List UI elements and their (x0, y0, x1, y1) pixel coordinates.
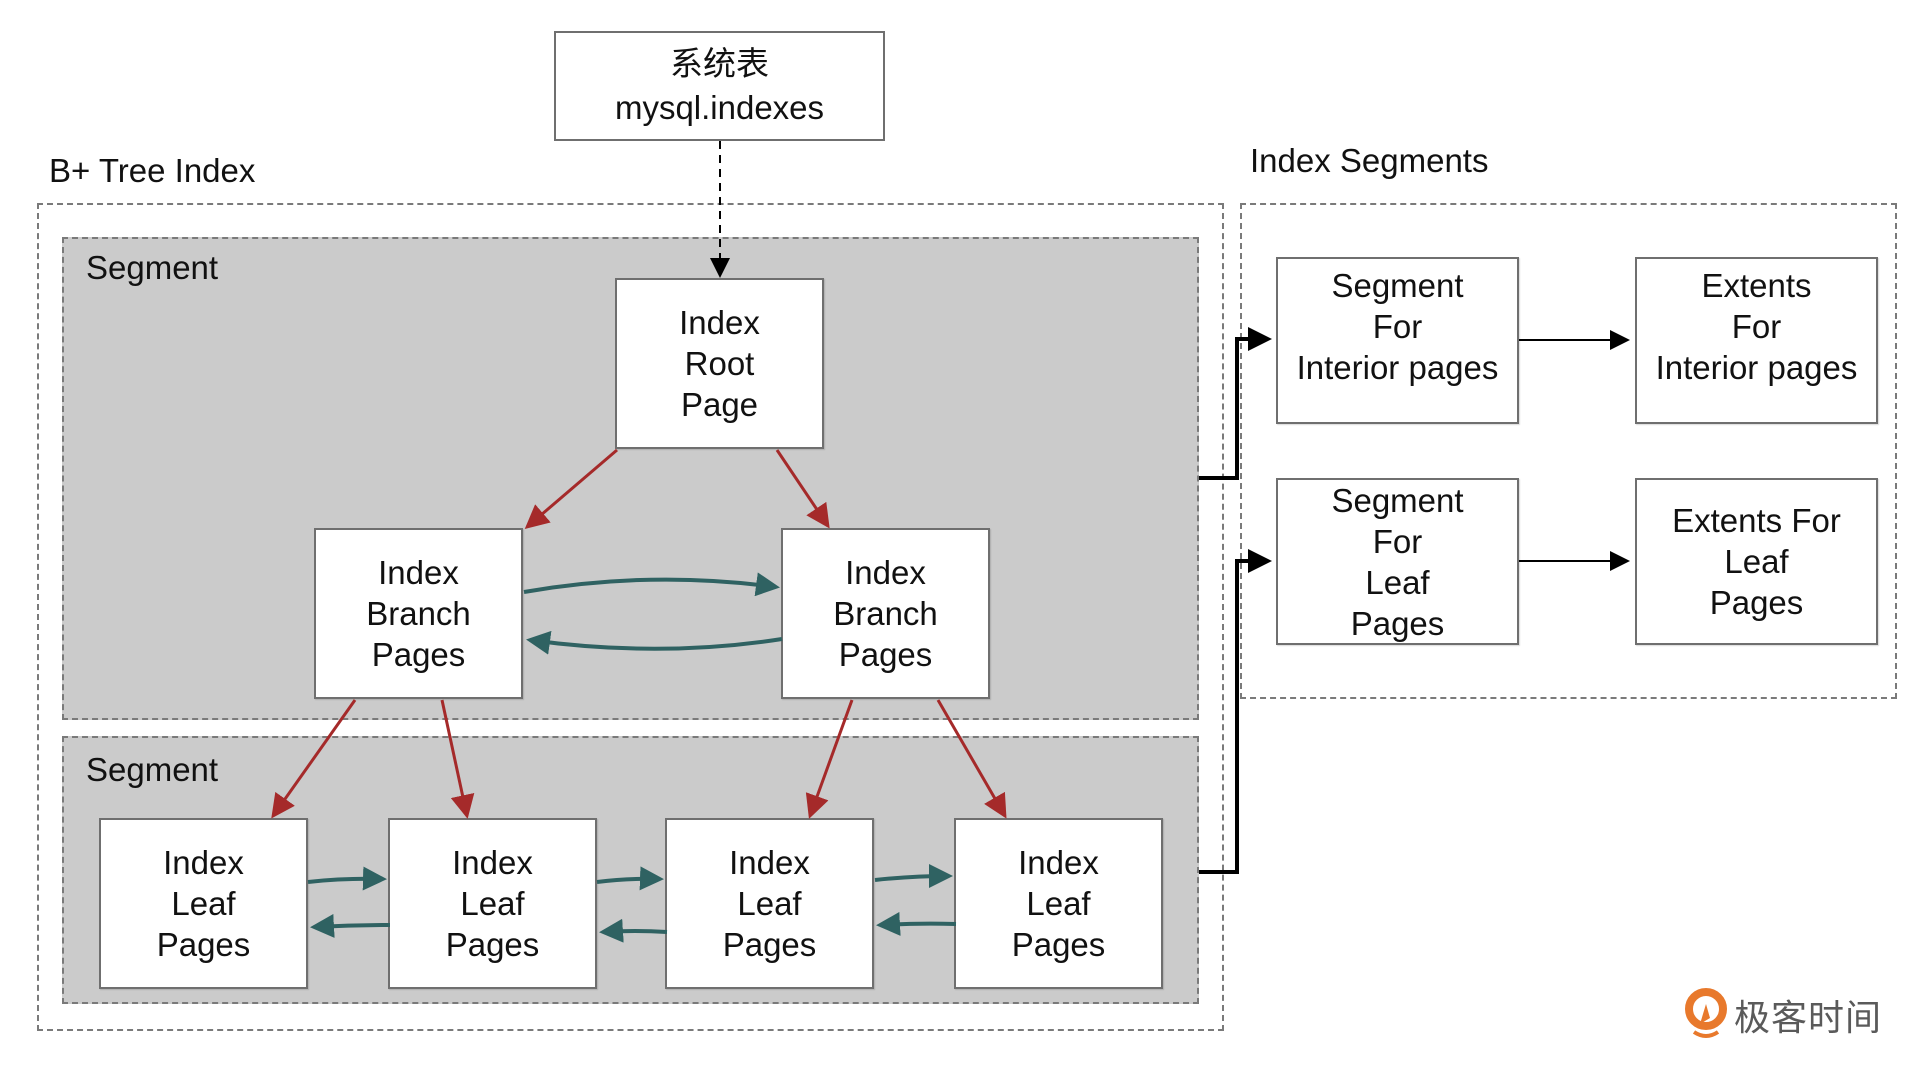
ext-interior-line-3: Interior pages (1655, 349, 1858, 386)
geektime-logo-icon (1685, 988, 1727, 1038)
ext-interior-line-1: Extents (1701, 267, 1812, 304)
leaf-3-line-3: Pages (722, 926, 817, 963)
leaf-2-line-3: Pages (445, 926, 540, 963)
branch-right-line-1: Index (845, 554, 926, 591)
system-table-box: 系统表 mysql.indexes (554, 31, 885, 141)
watermark-logo: 极客时间 (1684, 988, 1882, 1042)
index-root-page: Index Root Page (615, 278, 824, 449)
index-leaf-page-2: Index Leaf Pages (388, 818, 597, 989)
branch-right-line-3: Pages (838, 636, 933, 673)
seg-interior-line-3: Interior pages (1296, 349, 1499, 386)
leaf-3-line-1: Index (729, 844, 810, 881)
leaf-2-line-2: Leaf (460, 885, 525, 922)
extents-for-leaf-pages: Extents For Leaf Pages (1635, 478, 1878, 645)
leaf-1-line-2: Leaf (171, 885, 236, 922)
segment-for-interior-pages: Segment For Interior pages (1276, 257, 1519, 424)
leaf-3-line-2: Leaf (737, 885, 802, 922)
leaf-1-line-1: Index (163, 844, 244, 881)
branch-left-line-2: Branch (366, 595, 471, 632)
root-line-1: Index (679, 304, 760, 341)
leaf-4-line-2: Leaf (1026, 885, 1091, 922)
seg-leaf-line-2: For (1372, 522, 1423, 560)
system-table-label: 系统表 (670, 45, 769, 82)
root-line-3: Page (680, 386, 759, 423)
seg-interior-line-2: For (1372, 308, 1423, 345)
index-branch-page-right: Index Branch Pages (781, 528, 990, 699)
branch-left-line-1: Index (378, 554, 459, 591)
ext-interior-line-2: For (1731, 308, 1782, 345)
seg-leaf-line-1: Segment (1331, 481, 1464, 519)
index-leaf-page-3: Index Leaf Pages (665, 818, 874, 989)
watermark-text: 极客时间 (1734, 998, 1883, 1039)
index-leaf-page-4: Index Leaf Pages (954, 818, 1163, 989)
seg-leaf-line-3: Leaf (1365, 563, 1430, 601)
leaf-1-line-3: Pages (156, 926, 251, 963)
segment-leaf-label: Segment (86, 751, 219, 788)
leaf-2-line-1: Index (452, 844, 533, 881)
leaf-4-line-3: Pages (1011, 926, 1106, 963)
ext-leaf-line-1: Extents For (1672, 502, 1841, 539)
index-segments-title: Index Segments (1250, 142, 1489, 179)
ext-leaf-line-3: Pages (1709, 584, 1804, 621)
ext-leaf-line-2: Leaf (1724, 543, 1789, 580)
system-table-name: mysql.indexes (614, 89, 825, 126)
extents-for-interior-pages: Extents For Interior pages (1635, 257, 1878, 424)
root-line-2: Root (684, 345, 755, 382)
btree-index-title: B+ Tree Index (49, 152, 256, 189)
branch-left-line-3: Pages (371, 636, 466, 673)
leaf-4-line-1: Index (1018, 844, 1099, 881)
segment-interior-label: Segment (86, 249, 219, 286)
index-branch-page-left: Index Branch Pages (314, 528, 523, 699)
segment-for-leaf-pages: Segment For Leaf Pages (1276, 478, 1519, 645)
index-leaf-page-1: Index Leaf Pages (99, 818, 308, 989)
branch-right-line-2: Branch (833, 595, 938, 632)
seg-leaf-line-4: Pages (1350, 604, 1445, 642)
seg-interior-line-1: Segment (1331, 267, 1464, 304)
